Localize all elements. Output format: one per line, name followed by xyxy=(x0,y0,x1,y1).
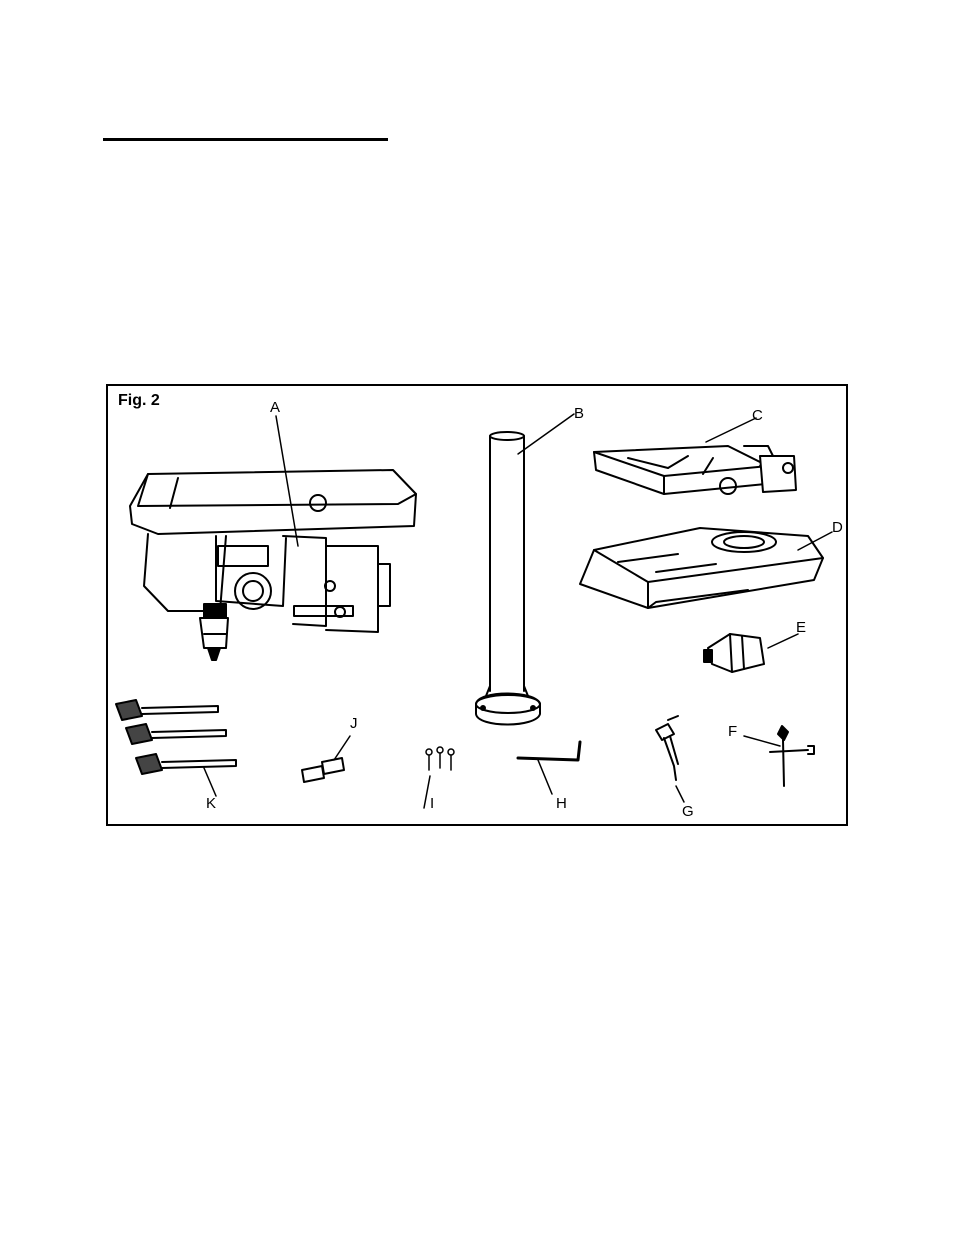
table-part xyxy=(594,446,796,494)
label-e: E xyxy=(796,620,806,635)
base-part xyxy=(580,528,823,608)
label-h: H xyxy=(556,796,567,811)
pins-part xyxy=(302,758,344,782)
hex-key-part xyxy=(518,742,580,760)
heading-underline xyxy=(103,138,388,141)
label-f: F xyxy=(728,724,737,739)
label-k: K xyxy=(206,796,216,811)
label-c: C xyxy=(752,408,763,423)
label-d: D xyxy=(832,520,843,535)
drill-head-part xyxy=(130,470,416,660)
parts-illustration xyxy=(108,386,850,828)
feed-handles-part xyxy=(116,700,236,774)
column-part xyxy=(476,432,540,725)
screws-part xyxy=(426,747,454,770)
label-g: G xyxy=(682,804,694,819)
label-i: I xyxy=(430,796,434,811)
label-b: B xyxy=(574,406,584,421)
wrench-part xyxy=(656,716,678,780)
label-j: J xyxy=(350,716,358,731)
chuck-part xyxy=(704,634,764,672)
parts-figure: Fig. 2 xyxy=(106,384,848,826)
chuck-key-part xyxy=(770,726,814,786)
label-a: A xyxy=(270,400,280,415)
